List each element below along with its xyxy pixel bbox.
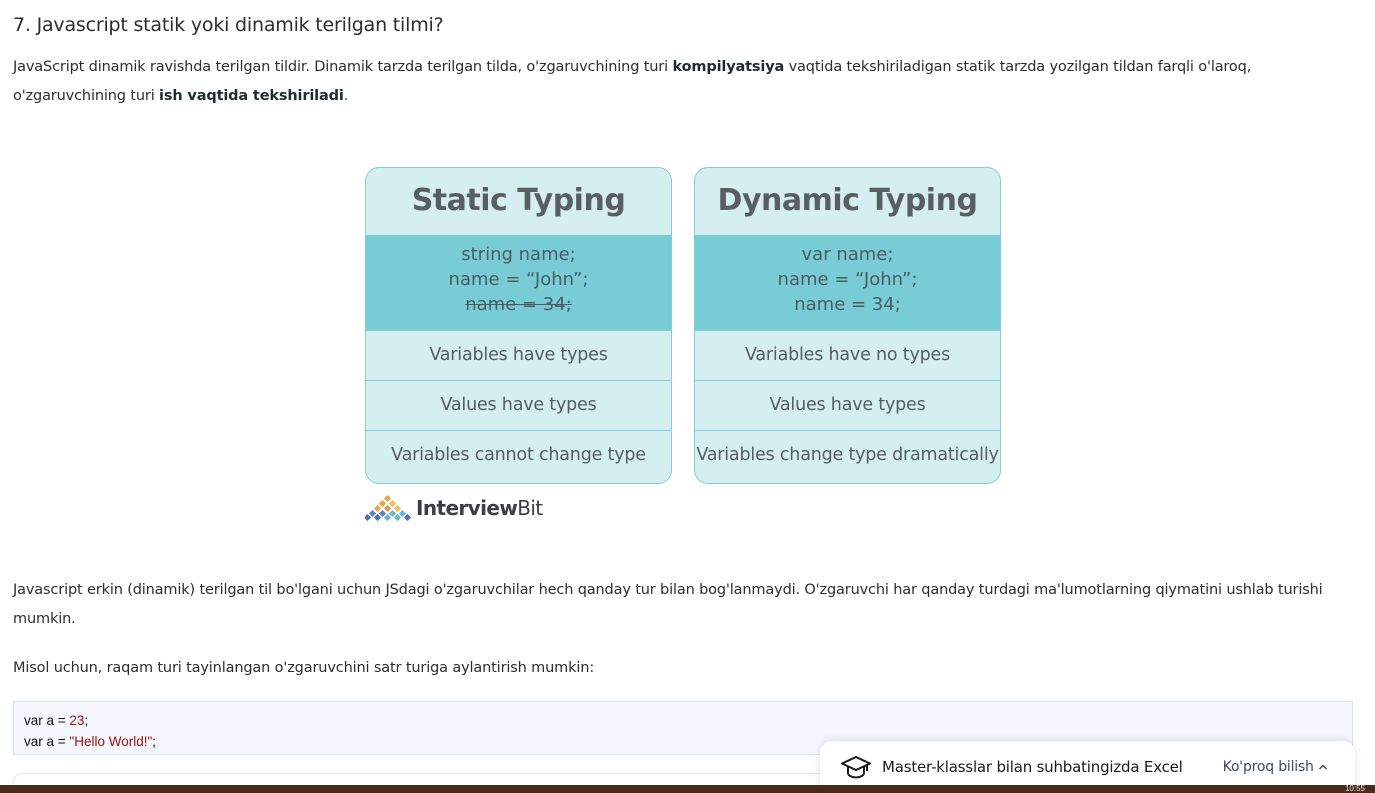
static-row: Values have types [366, 380, 671, 430]
chevron-up-icon [1318, 764, 1327, 770]
article-heading: 7. Javascript statik yoki dinamik terilg… [13, 14, 444, 36]
dynamic-typing-title: Dynamic Typing [717, 183, 978, 218]
paragraph-dynamic-typing: Javascript erkin (dinamik) terilgan til … [13, 582, 1323, 627]
graduation-cap-icon [841, 756, 871, 779]
dynamic-row: Values have types [695, 380, 1000, 430]
code-line: var name; [801, 244, 894, 265]
interviewbit-logo: InterviewBit [365, 493, 543, 523]
static-row: Variables cannot change type [366, 430, 671, 480]
interviewbit-logo-text: InterviewBit [416, 496, 543, 520]
bold-term-runtime: ish vaqtida tekshiriladi [159, 88, 344, 104]
code-line: var a = "Hello World!"; [24, 734, 157, 749]
static-typing-code: string name; name = “John”; name = 34; [366, 235, 671, 330]
intro-paragraph: JavaScript dinamik ravishda terilgan til… [13, 59, 1252, 104]
interviewbit-logo-icon [365, 495, 411, 521]
typing-comparison-figure: Static Typing string name; name = “John”… [365, 167, 1002, 532]
static-typing-card: Static Typing string name; name = “John”… [365, 167, 672, 484]
code-line: name = “John”; [777, 269, 918, 290]
dynamic-row: Variables change type dramatically [695, 430, 1000, 480]
paragraph-example: Misol uchun, raqam turi tayinlangan o'zg… [13, 660, 595, 676]
code-line: var a = 23; [24, 713, 89, 728]
taskbar-clock: 10:55 [1344, 784, 1365, 793]
code-line: name = “John”; [448, 269, 589, 290]
dynamic-row: Variables have no types [695, 330, 1000, 380]
code-line: name = 34; [794, 294, 901, 315]
promo-toast-text: Master-klasslar bilan suhbatingizda Exce… [882, 758, 1183, 776]
dynamic-typing-card: Dynamic Typing var name; name = “John”; … [694, 167, 1001, 484]
static-typing-title: Static Typing [411, 183, 626, 218]
dynamic-typing-code: var name; name = “John”; name = 34; [695, 235, 1000, 330]
code-line-struck: name = 34; [465, 294, 572, 315]
learn-more-link[interactable]: Ko'proq bilish [1223, 759, 1328, 775]
static-row: Variables have types [366, 330, 671, 380]
os-taskbar: 10:55 [0, 785, 1375, 793]
code-line: string name; [461, 244, 576, 265]
promo-toast[interactable]: Master-klasslar bilan suhbatingizda Exce… [820, 741, 1355, 793]
code-example-block: var a = 23; var a = "Hello World!"; [13, 701, 1353, 755]
bold-term-compile: kompilyatsiya [672, 59, 785, 75]
